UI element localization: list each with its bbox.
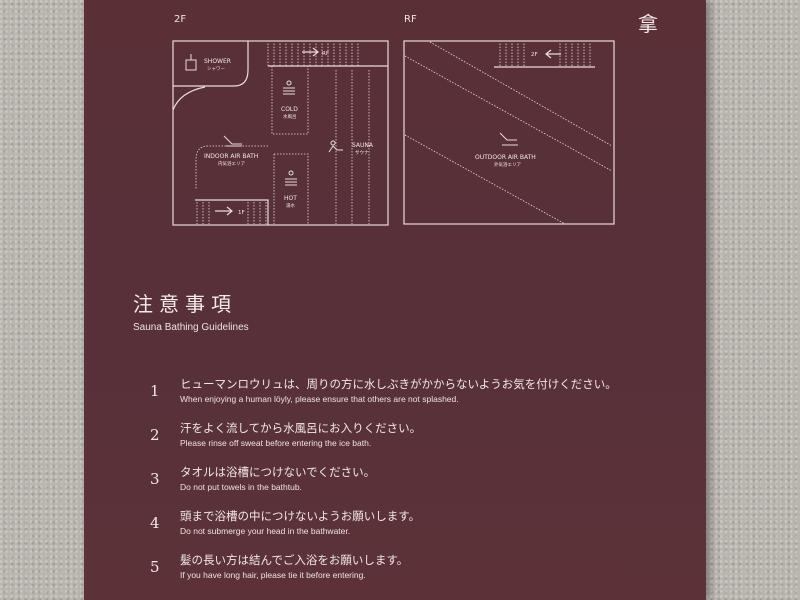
- sauna-label-jp: サウナ: [355, 149, 369, 156]
- rule-text-jp: 頭まで浴槽の中につけないようお願いします。: [180, 509, 421, 523]
- outdoor-air-bath-label-jp: 外気浴エリア: [494, 161, 521, 168]
- shower-label: SHOWER: [204, 58, 231, 65]
- floor-2f-label: 2F: [174, 14, 187, 25]
- hot-label: HOT: [284, 195, 297, 202]
- rule-text-jp: ヒューマンロウリュは、周りの方に水しぶきがかからないようお気を付けください。: [180, 377, 617, 391]
- lounge-chair-icon: [499, 132, 518, 146]
- rule-number: 2: [150, 426, 160, 444]
- cold-label-jp: 水風呂: [283, 113, 297, 120]
- rule-number: 5: [150, 558, 160, 576]
- indoor-air-bath-label-jp: 内気浴エリア: [218, 160, 245, 167]
- floor-map-2f: SHOWER シャワー RF COLD 水風呂 SAUNA サウナ INDOOR…: [172, 40, 389, 226]
- rule-text-en: If you have long hair, please tie it bef…: [180, 570, 366, 580]
- guidelines-title: 注意事項: [133, 292, 237, 316]
- sauna-label: SAUNA: [352, 142, 374, 149]
- rule-text-jp: タオルは浴槽につけないでください。: [180, 465, 376, 479]
- corner-glyph: 拿: [638, 12, 658, 36]
- rule-text-en: Do not submerge your head in the bathwat…: [180, 526, 351, 536]
- sauna-sign-board: [84, 0, 706, 600]
- to-2f-label: 2F: [531, 52, 538, 58]
- rule-number: 4: [150, 514, 160, 532]
- rule-text-en: When enjoying a human löyly, please ensu…: [180, 394, 459, 404]
- cold-label: COLD: [281, 106, 298, 113]
- lounge-chair-icon: [223, 135, 242, 147]
- rule-number: 1: [150, 382, 160, 400]
- hot-label-jp: 湯水: [286, 202, 295, 209]
- guidelines-subtitle: Sauna Bathing Guidelines: [133, 322, 249, 333]
- rule-number: 3: [150, 470, 160, 488]
- outdoor-air-bath-label: OUTDOOR AIR BATH: [475, 154, 536, 161]
- rule-text-jp: 髪の長い方は結んでご入浴をお願いします。: [180, 553, 409, 567]
- shower-label-jp: シャワー: [207, 66, 225, 72]
- rule-text-en: Do not put towels in the bathtub.: [180, 482, 302, 492]
- hot-bath-icon: [285, 170, 297, 186]
- to-1f-label: 1F: [238, 210, 245, 216]
- sauna-icon: [328, 140, 343, 153]
- rule-text-en: Please rinse off sweat before entering t…: [180, 438, 372, 448]
- cold-bath-icon: [283, 80, 295, 95]
- rule-text-jp: 汗をよく流してから水風呂にお入りください。: [180, 421, 422, 435]
- to-rf-label: RF: [322, 51, 329, 57]
- shower-icon: [185, 54, 197, 71]
- indoor-air-bath-label: INDOOR AIR BATH: [204, 153, 258, 160]
- floor-rf-label: RF: [404, 14, 417, 25]
- floor-map-rf: 2F OUTDOOR AIR BATH 外気浴エリア: [403, 40, 615, 225]
